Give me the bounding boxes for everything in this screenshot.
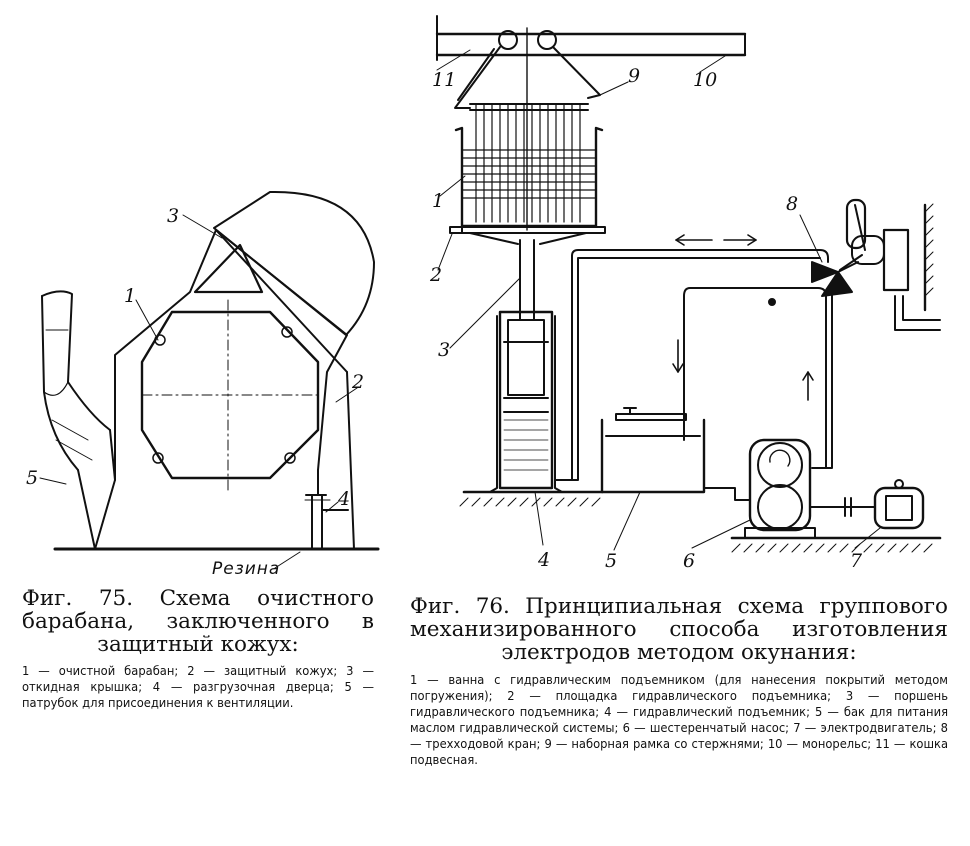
electric-motor [809, 479, 925, 530]
fig75-legend: 1 — очистной барабан; 2 — защитный кожух… [22, 664, 374, 711]
fig76-label-10: 10 [693, 69, 717, 91]
trolley [454, 27, 601, 231]
fig76-label-4: 4 [537, 549, 550, 571]
fig76-label-5: 5 [605, 550, 617, 572]
lift-platform [449, 225, 606, 245]
fig75-label-1: 1 [124, 285, 136, 307]
hydraulic-lift [489, 310, 563, 493]
fig76-label-7: 7 [850, 550, 863, 572]
fig76-caption: Фиг. 76. Принципиальная схема группового… [410, 594, 948, 665]
fig76-label-11: 11 [432, 69, 456, 91]
monorail [435, 15, 747, 61]
fig75-label-3: 3 [167, 205, 179, 227]
fig76-label-9: 9 [628, 65, 640, 87]
fig75-label-5: 5 [26, 467, 38, 489]
hinged-lid [213, 190, 375, 336]
fig75-diagram [39, 190, 380, 569]
cleaning-drum [140, 310, 320, 480]
fig76-legend: 1 — ванна с гидравлическим подъемником (… [410, 673, 948, 768]
fig76-label-1: 1 [432, 190, 444, 212]
protective-casing [94, 229, 217, 550]
fig76-label-8: 8 [786, 193, 798, 215]
three-way-valve [811, 261, 859, 297]
fig76-label-2: 2 [429, 264, 442, 286]
oil-tank [600, 407, 706, 494]
fig76-diagram [435, 15, 942, 553]
fig75-rubber-label: Резина [212, 559, 280, 579]
fig75-caption: Фиг. 75. Схема очистного барабана, заклю… [22, 586, 374, 657]
ground-right [730, 536, 942, 553]
gear-pump [744, 438, 816, 539]
fig76-label-3: 3 [438, 339, 450, 361]
discharge-door [304, 494, 349, 550]
piston [519, 239, 535, 321]
fig76-label-6: 6 [683, 550, 695, 572]
pipework [554, 249, 833, 501]
rod-rack [461, 103, 597, 223]
flow-arrows [672, 234, 814, 401]
control-panel [768, 198, 941, 331]
fig75-label-2: 2 [351, 371, 364, 393]
ground-left [459, 490, 604, 507]
ventilation-pipe [41, 290, 116, 550]
fig75-label-4: 4 [337, 488, 350, 510]
